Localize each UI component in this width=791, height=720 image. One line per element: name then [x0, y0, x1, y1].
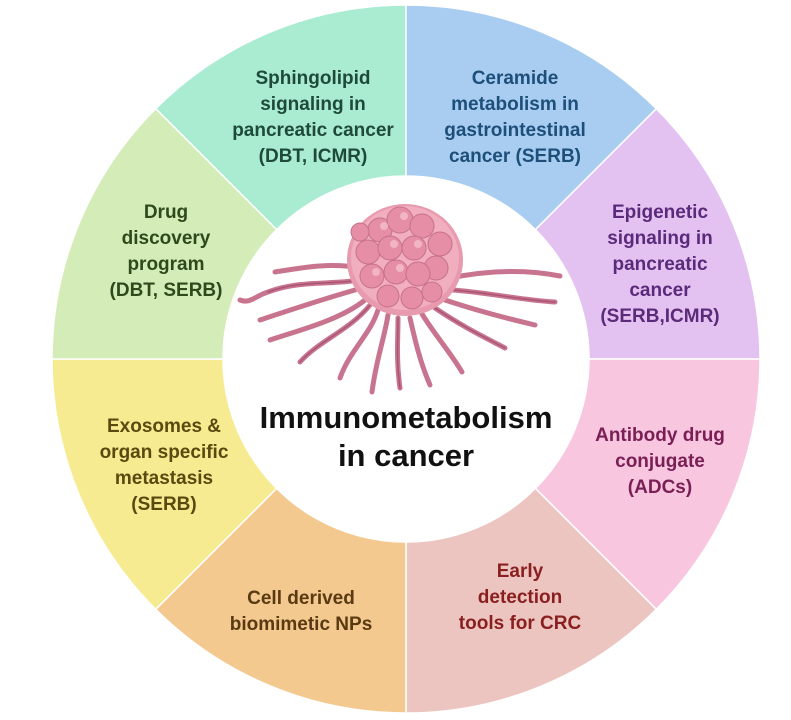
segment-label-biomimetic-line-2: biomimetic NPs — [230, 614, 373, 635]
segment-label-adc-line-3: (ADCs) — [628, 477, 692, 498]
segment-label-early-detection-line-3: tools for CRC — [459, 613, 582, 634]
segment-label-drug-discovery-line-3: program — [127, 254, 204, 275]
segment-label-epigenetic-line-2: signaling in — [607, 228, 713, 249]
segment-label-sphingolipid-line-4: (DBT, ICMR) — [259, 146, 368, 167]
segment-label-epigenetic-line-3: pancreatic — [612, 254, 707, 275]
segment-label-epigenetic-line-5: (SERB,ICMR) — [600, 306, 719, 327]
segment-label-sphingolipid-line-3: pancreatic cancer — [232, 120, 394, 141]
segment-labels: Sphingolipid signaling in pancreatic cance… — [100, 68, 725, 635]
segment-label-exosomes-line-3: metastasis — [115, 468, 213, 489]
segment-label-biomimetic-line-1: Cell derived — [247, 588, 355, 609]
segment-label-drug-discovery-line-4: (DBT, SERB) — [110, 280, 223, 301]
segment-label-ceramide-line-4: cancer (SERB) — [449, 146, 581, 167]
tumor-cell-icon — [237, 204, 563, 395]
segment-label-exosomes-line-4: (SERB) — [131, 494, 196, 515]
segment-label-ceramide-line-2: metabolism in — [451, 94, 579, 115]
segment-label-drug-discovery-line-1: Drug — [144, 202, 188, 223]
segment-label-sphingolipid-line-2: signaling in — [260, 94, 366, 115]
segment-label-early-detection-line-2: detection — [478, 587, 562, 608]
center-title-line-2: in cancer — [338, 438, 474, 473]
center-title-line-1: Immunometabolism — [260, 400, 553, 435]
wheel-segments — [51, 4, 761, 714]
segment-label-adc-line-1: Antibody drug — [595, 425, 725, 446]
segment-label-adc-line-2: conjugate — [615, 451, 705, 472]
segment-label-drug-discovery-line-2: discovery — [122, 228, 211, 249]
segment-label-exosomes-line-2: organ specific — [100, 442, 229, 463]
segment-label-ceramide-line-3: gastrointestinal — [444, 120, 585, 141]
segment-label-sphingolipid-line-1: Sphingolipid — [255, 68, 370, 89]
segment-label-exosomes-line-1: Exosomes & — [107, 416, 221, 437]
segment-label-epigenetic-line-4: cancer — [629, 280, 691, 301]
segment-label-epigenetic-line-1: Epigenetic — [612, 202, 709, 223]
segment-label-ceramide-line-1: Ceramide — [472, 68, 559, 89]
segment-label-early-detection-line-1: Early — [497, 561, 544, 582]
